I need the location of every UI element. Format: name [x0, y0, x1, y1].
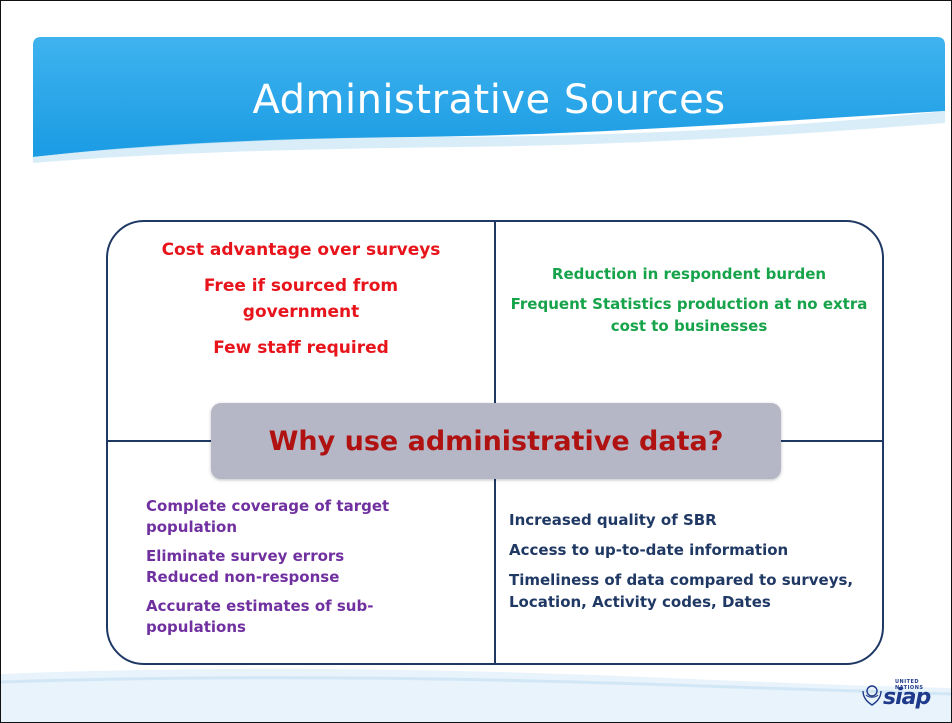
slide-title: Administrative Sources	[252, 77, 726, 123]
quadrant-bottom-left: Complete coverage of target population E…	[146, 496, 476, 646]
respondent-burden-text: Reduction in respondent burden	[551, 265, 827, 283]
cost-advantage-text: Cost advantage over surveys	[161, 240, 441, 260]
timeliness-text: Timeliness of data compared to surveys, …	[509, 571, 854, 611]
few-staff-text: Few staff required	[213, 338, 389, 358]
logo-small-text: UNITED NATIONS	[895, 679, 924, 691]
horizontal-divider-right	[777, 440, 883, 442]
un-emblem-icon	[862, 685, 882, 706]
horizontal-divider-left	[107, 440, 217, 442]
access-info-text: Access to up-to-date information	[509, 541, 789, 559]
frequent-statistics-text: Frequent Statistics production at no ext…	[510, 295, 868, 335]
eliminate-errors-text: Eliminate survey errors	[146, 547, 345, 565]
reduced-nonresponse-text: Reduced non-response	[146, 568, 340, 586]
title-banner-background	[33, 37, 945, 163]
center-question-box: Why use administrative data?	[211, 403, 781, 479]
siap-logo: UNITED NATIONS siap	[861, 679, 939, 711]
footer-wave-decoration	[1, 668, 951, 722]
logo-wordmark: siap	[883, 685, 931, 710]
title-banner: Administrative Sources	[33, 37, 945, 167]
increased-quality-text: Increased quality of SBR	[509, 511, 717, 529]
quadrant-top-right: Reduction in respondent burden Frequent …	[497, 263, 881, 345]
quadrant-top-left: Cost advantage over surveys Free if sour…	[109, 237, 493, 371]
complete-coverage-text: Complete coverage of target population	[146, 497, 390, 536]
quadrant-bottom-right: Increased quality of SBR Access to up-to…	[509, 509, 879, 621]
free-source-text: Free if sourced from government	[203, 276, 399, 322]
accurate-estimates-text: Accurate estimates of sub-populations	[146, 597, 374, 636]
center-question: Why use administrative data?	[268, 425, 724, 457]
